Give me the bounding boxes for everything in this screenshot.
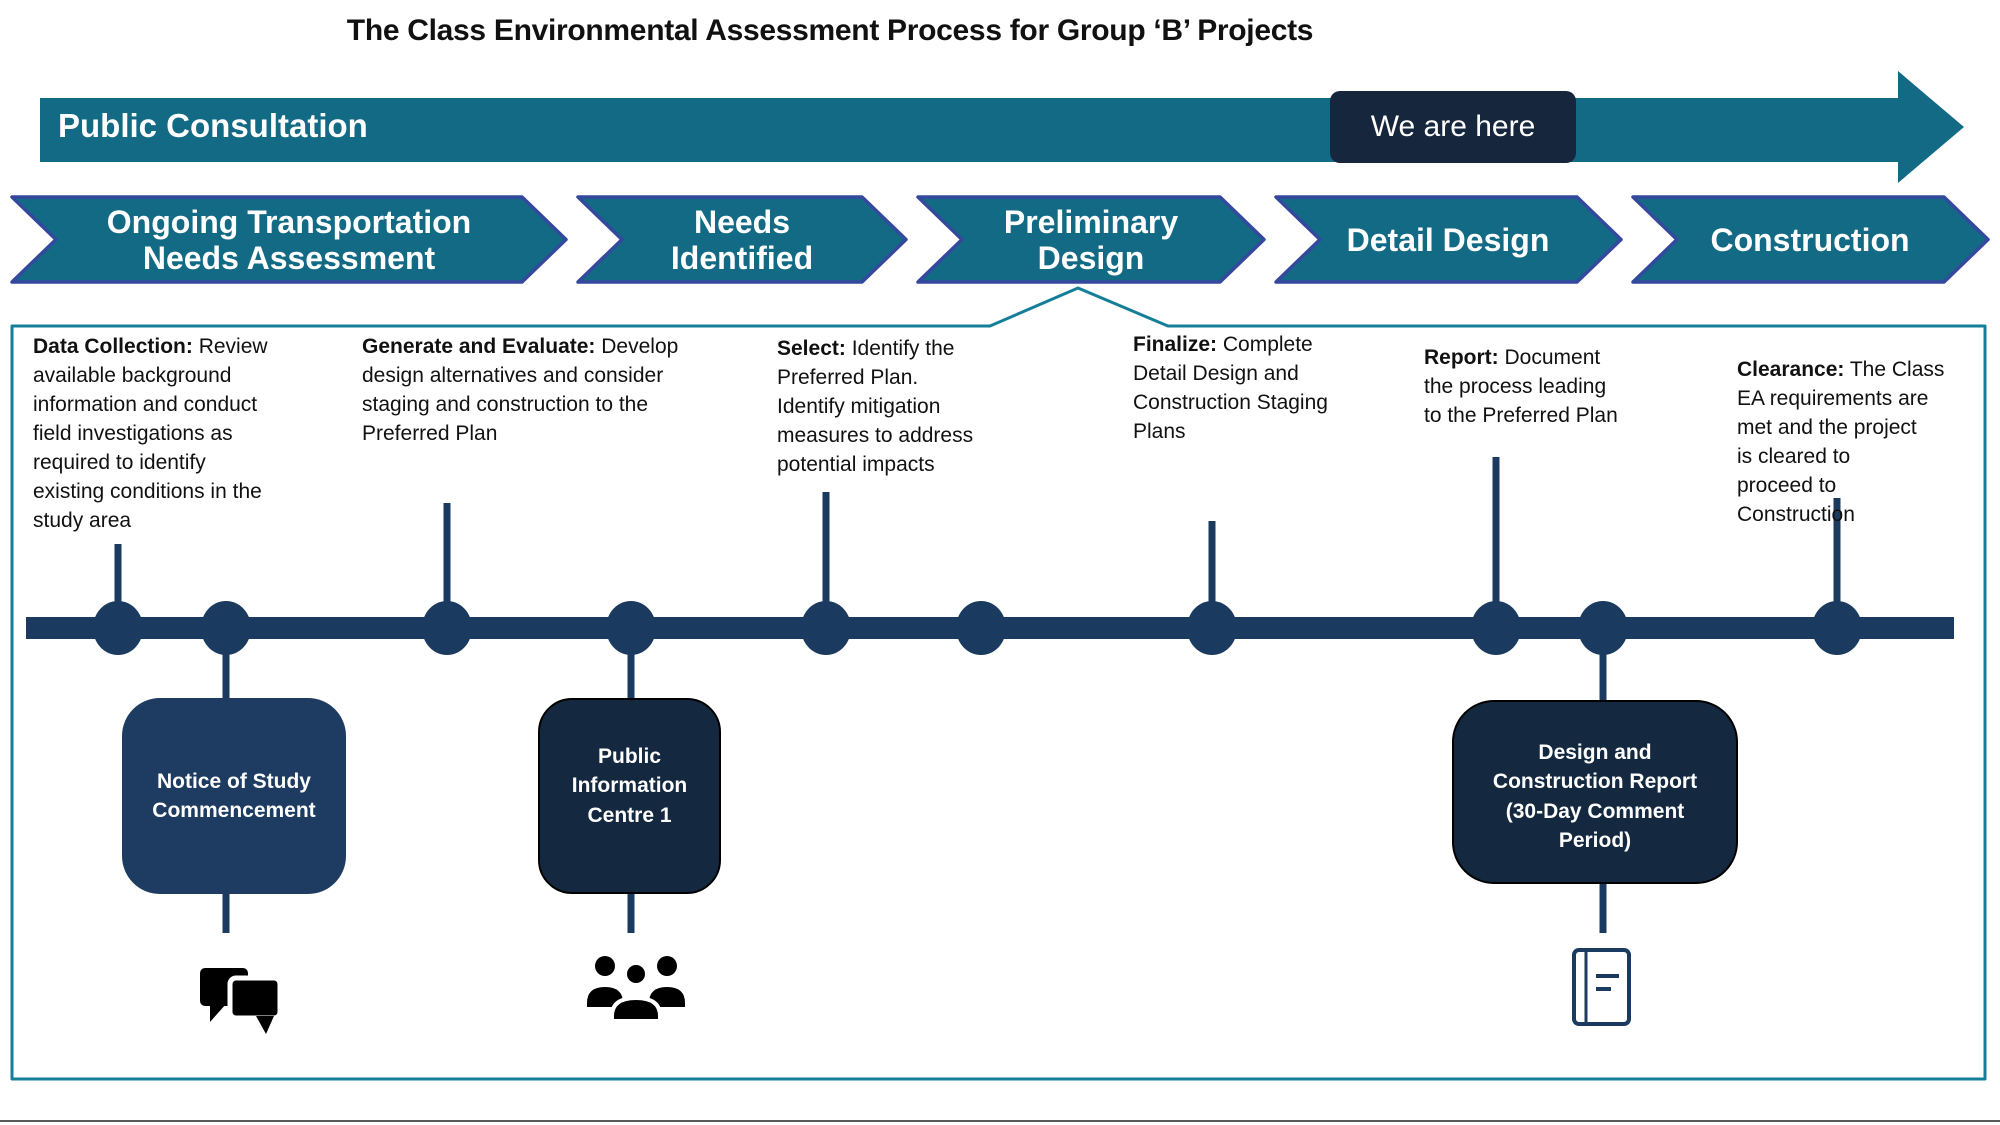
timeline-dot <box>1578 601 1628 655</box>
connector-line <box>222 893 230 933</box>
step-lead: Report: <box>1424 346 1499 369</box>
content-border <box>10 286 1987 1081</box>
connector-line <box>1599 883 1607 933</box>
step-lead: Generate and Evaluate: <box>362 335 596 358</box>
canvas-bottom-edge <box>0 1120 2000 1122</box>
chat-bubbles-icon <box>200 968 283 1034</box>
connector-line <box>114 544 122 606</box>
stage-label-needs-identified: Needs Identified <box>670 204 814 276</box>
timeline-dot <box>606 601 656 655</box>
milestone-label: Design and Construction Report (30-Day C… <box>1492 741 1698 853</box>
connector-line <box>1599 650 1607 702</box>
stage-label-detail-design: Detail Design <box>1346 222 1550 259</box>
step-clearance: Clearance: The Class EA requirements are… <box>1737 355 1987 529</box>
stage-chevron-3 <box>916 195 1266 284</box>
page-title: The Class Environmental Assessment Proce… <box>346 14 1314 47</box>
timeline-dot <box>956 601 1006 655</box>
timeline-dot <box>201 601 251 655</box>
milestone-label: Public Information Centre 1 <box>571 745 688 827</box>
we-are-here-label: We are here <box>1370 110 1536 143</box>
stage-chevron-4 <box>1274 195 1623 284</box>
step-generate-evaluate: Generate and Evaluate: Develop design al… <box>362 332 727 448</box>
step-select: Select: Identify the Preferred Plan. Ide… <box>777 334 1037 479</box>
stage-label-construction: Construction <box>1710 222 1910 259</box>
milestone-design-construction-report: Design and Construction Report (30-Day C… <box>1452 700 1738 884</box>
stage-chevron-2 <box>576 195 908 284</box>
report-book-icon <box>1572 948 1631 1026</box>
step-body: Complete Detail Design and Construction … <box>1133 333 1328 443</box>
milestone-label: Notice of Study Commencement <box>152 769 316 822</box>
timeline-dot <box>93 601 143 655</box>
connector-line <box>627 893 635 933</box>
step-report: Report: Document the process leading to … <box>1424 343 1694 430</box>
connector-line <box>1208 521 1216 606</box>
step-body: Develop design alternatives and consider… <box>362 335 679 445</box>
step-lead: Data Collection: <box>33 335 193 358</box>
stage-label-needs-assessment: Ongoing Transportation Needs Assessment <box>106 204 472 276</box>
connector-line <box>1492 457 1500 606</box>
connector-line <box>222 650 230 700</box>
step-lead: Clearance: <box>1737 358 1845 381</box>
step-finalize: Finalize: Complete Detail Design and Con… <box>1133 330 1393 446</box>
step-lead: Finalize: <box>1133 333 1218 356</box>
step-body: Identify the Preferred Plan. Identify mi… <box>777 337 974 476</box>
connector-line <box>1833 498 1841 606</box>
stage-label-preliminary-design: Preliminary Design <box>1003 204 1179 276</box>
step-body: The Class EA requirements are met and th… <box>1737 358 1945 526</box>
stage-chevron-1 <box>10 195 568 284</box>
milestone-public-information-centre-1: Public Information Centre 1 <box>538 698 721 894</box>
timeline-dot <box>801 601 851 655</box>
connector-line <box>627 650 635 700</box>
connector-line <box>822 492 830 606</box>
step-body: Document the process leading to the Pref… <box>1424 346 1618 427</box>
people-group-icon <box>587 956 685 1023</box>
we-are-here-marker: We are here <box>1330 91 1576 163</box>
milestone-notice-of-study-commencement: Notice of Study Commencement <box>122 698 346 894</box>
step-body: Review available background information … <box>33 335 268 532</box>
timeline-dot <box>1471 601 1521 655</box>
step-data-collection: Data Collection: Review available backgr… <box>33 332 333 535</box>
connector-line <box>443 503 451 606</box>
public-consultation-label: Public Consultation <box>58 107 368 144</box>
timeline-dot <box>1187 601 1237 655</box>
step-lead: Select: <box>777 337 846 360</box>
timeline-dot <box>422 601 472 655</box>
stage-chevron-5 <box>1631 195 1990 284</box>
timeline-dot <box>1812 601 1862 655</box>
